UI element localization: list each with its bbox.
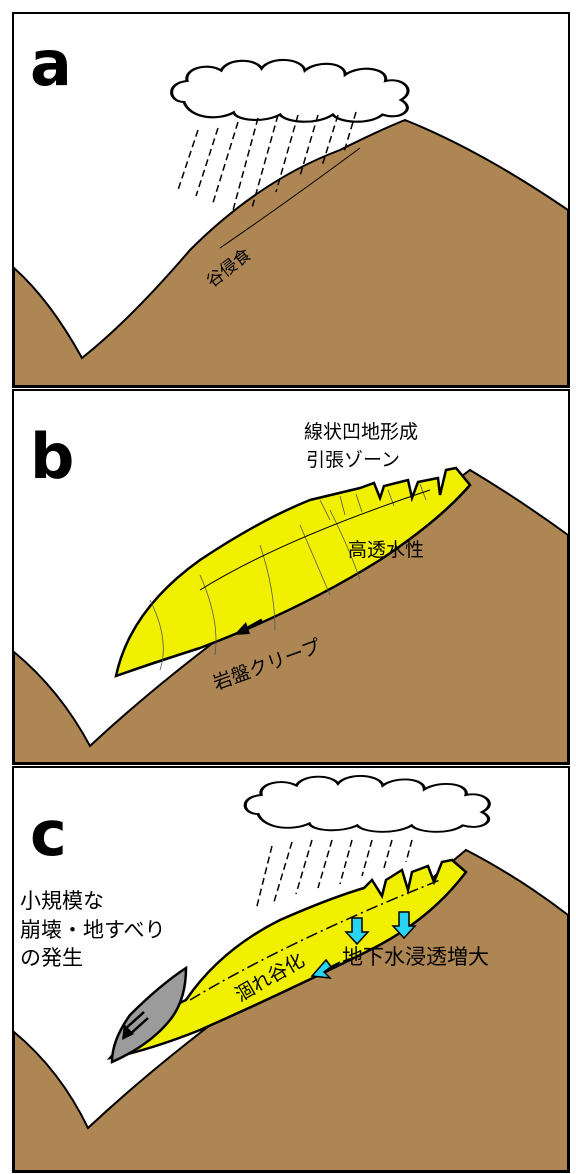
panel-a: a 谷侵食: [13, 13, 569, 387]
panel-b-label-top-line1: 線状凹地形成: [304, 421, 418, 443]
panel-b: b 線状凹地形成 引張ゾーン 高透水性 岩盤クリープ: [13, 390, 569, 764]
panel-b-label-top-line2: 引張ゾーン: [306, 449, 400, 471]
panel-c: c 小規模な 崩壊・地すべり の発生 地下水浸透増大 涸れ谷化: [13, 767, 569, 1172]
panel-c-label-left-line1: 小規模な: [20, 889, 104, 913]
panel-c-label-left-line3: の発生: [20, 946, 83, 970]
panel-a-cloud-icon: [172, 60, 408, 122]
panel-c-cloud-icon: [245, 776, 489, 832]
panel-a-letter: a: [30, 27, 72, 100]
panel-c-letter: c: [30, 797, 67, 870]
panel-b-letter: b: [30, 420, 74, 493]
panel-c-label-infiltration: 地下水浸透増大: [342, 945, 489, 969]
panel-b-label-permeability: 高透水性: [348, 539, 424, 561]
panel-c-label-left-line2: 崩壊・地すべり: [20, 918, 166, 942]
